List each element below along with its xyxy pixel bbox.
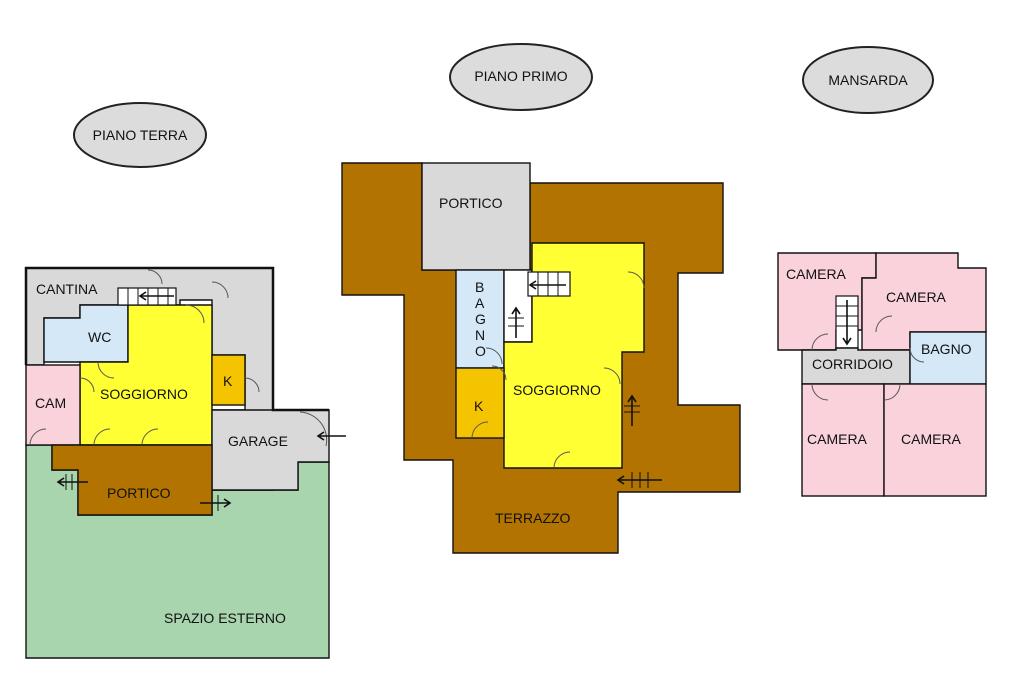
label-camera-ne: CAMERA <box>886 289 947 305</box>
label-portico: PORTICO <box>107 485 171 501</box>
door-arc <box>29 428 47 446</box>
door-arc <box>603 367 621 385</box>
label-bagno-b: B <box>475 279 484 295</box>
door-arc <box>97 361 115 379</box>
door-arc <box>299 411 328 447</box>
label-attic-bagno: BAGNO <box>921 341 972 357</box>
label-bagno-n: N <box>475 327 485 343</box>
attic-plan: CAMERA CAMERA CORRIDOIO BAGNO CAMERA CAM… <box>777 252 987 497</box>
door-arc <box>909 347 925 363</box>
label-soggiorno: SOGGIORNO <box>100 386 188 402</box>
label-bagno-g: G <box>475 311 486 327</box>
ground-floor-title: PIANO TERRA <box>93 127 188 143</box>
camera-se-area <box>883 383 987 497</box>
label-first-soggiorno: SOGGIORNO <box>513 382 601 398</box>
cam-area <box>25 364 81 446</box>
door-arc <box>811 383 829 401</box>
attic-badge <box>802 46 934 114</box>
door-arc <box>211 281 229 299</box>
first-stair-right <box>624 394 640 426</box>
door-arc <box>627 271 645 289</box>
first-floor-badge <box>449 43 593 111</box>
label-wc: WC <box>88 329 111 345</box>
ground-floor-badge <box>73 102 207 168</box>
label-spazio-esterno: SPAZIO ESTERNO <box>164 610 286 626</box>
label-garage: GARAGE <box>228 433 288 449</box>
label-first-portico: PORTICO <box>439 195 503 211</box>
first-stair-top <box>527 271 571 297</box>
label-cantina: CANTINA <box>36 281 98 297</box>
label-corridoio: CORRIDOIO <box>812 356 893 372</box>
door-arc <box>79 377 95 393</box>
attic-title: MANSARDA <box>828 72 908 88</box>
label-bagno-a: A <box>475 295 485 311</box>
door-arc <box>141 428 159 446</box>
label-camera-nw: CAMERA <box>786 266 847 282</box>
attic-stair <box>835 295 859 349</box>
ground-portico-stair-arrow <box>56 474 88 490</box>
label-camera-sw: CAMERA <box>807 431 868 447</box>
door-arc <box>553 451 571 469</box>
first-floor-plan: PORTICO B A G N O K SOGGIORNO TERRAZZO <box>341 162 741 554</box>
door-arc <box>883 383 901 401</box>
door-arc <box>485 347 503 365</box>
label-kitchen: K <box>223 373 233 389</box>
door-arc <box>147 269 163 285</box>
first-floor-title: PIANO PRIMO <box>474 68 567 84</box>
door-arc <box>244 377 260 393</box>
ground-outer-wall <box>24 266 329 412</box>
label-terrazzo: TERRAZZO <box>495 510 571 526</box>
kitchen-area <box>211 354 246 406</box>
label-cam: CAM <box>35 395 66 411</box>
portico-area <box>51 444 213 516</box>
ground-stair <box>117 287 177 306</box>
label-camera-se: CAMERA <box>901 431 962 447</box>
first-portico-area <box>421 162 531 271</box>
first-soggiorno-area <box>503 242 645 469</box>
door-arc <box>471 421 489 439</box>
label-bagno-o: O <box>475 343 486 359</box>
first-stair-vertical <box>508 306 524 338</box>
entrance-arrow <box>316 431 346 441</box>
first-stair-bottom <box>616 472 662 488</box>
ground-exit-stair-arrow <box>200 495 232 511</box>
label-first-kitchen: K <box>474 398 484 414</box>
first-kitchen-area <box>455 367 505 439</box>
door-arc <box>811 333 829 351</box>
door-arc <box>875 315 893 333</box>
door-arc <box>185 304 205 324</box>
ground-floor-plan: CANTINA WC SOGGIORNO K CAM GARAGE PORTIC… <box>24 266 346 659</box>
door-arc <box>93 428 111 446</box>
attic-bagno-area <box>909 331 987 385</box>
door-arc <box>491 365 507 381</box>
